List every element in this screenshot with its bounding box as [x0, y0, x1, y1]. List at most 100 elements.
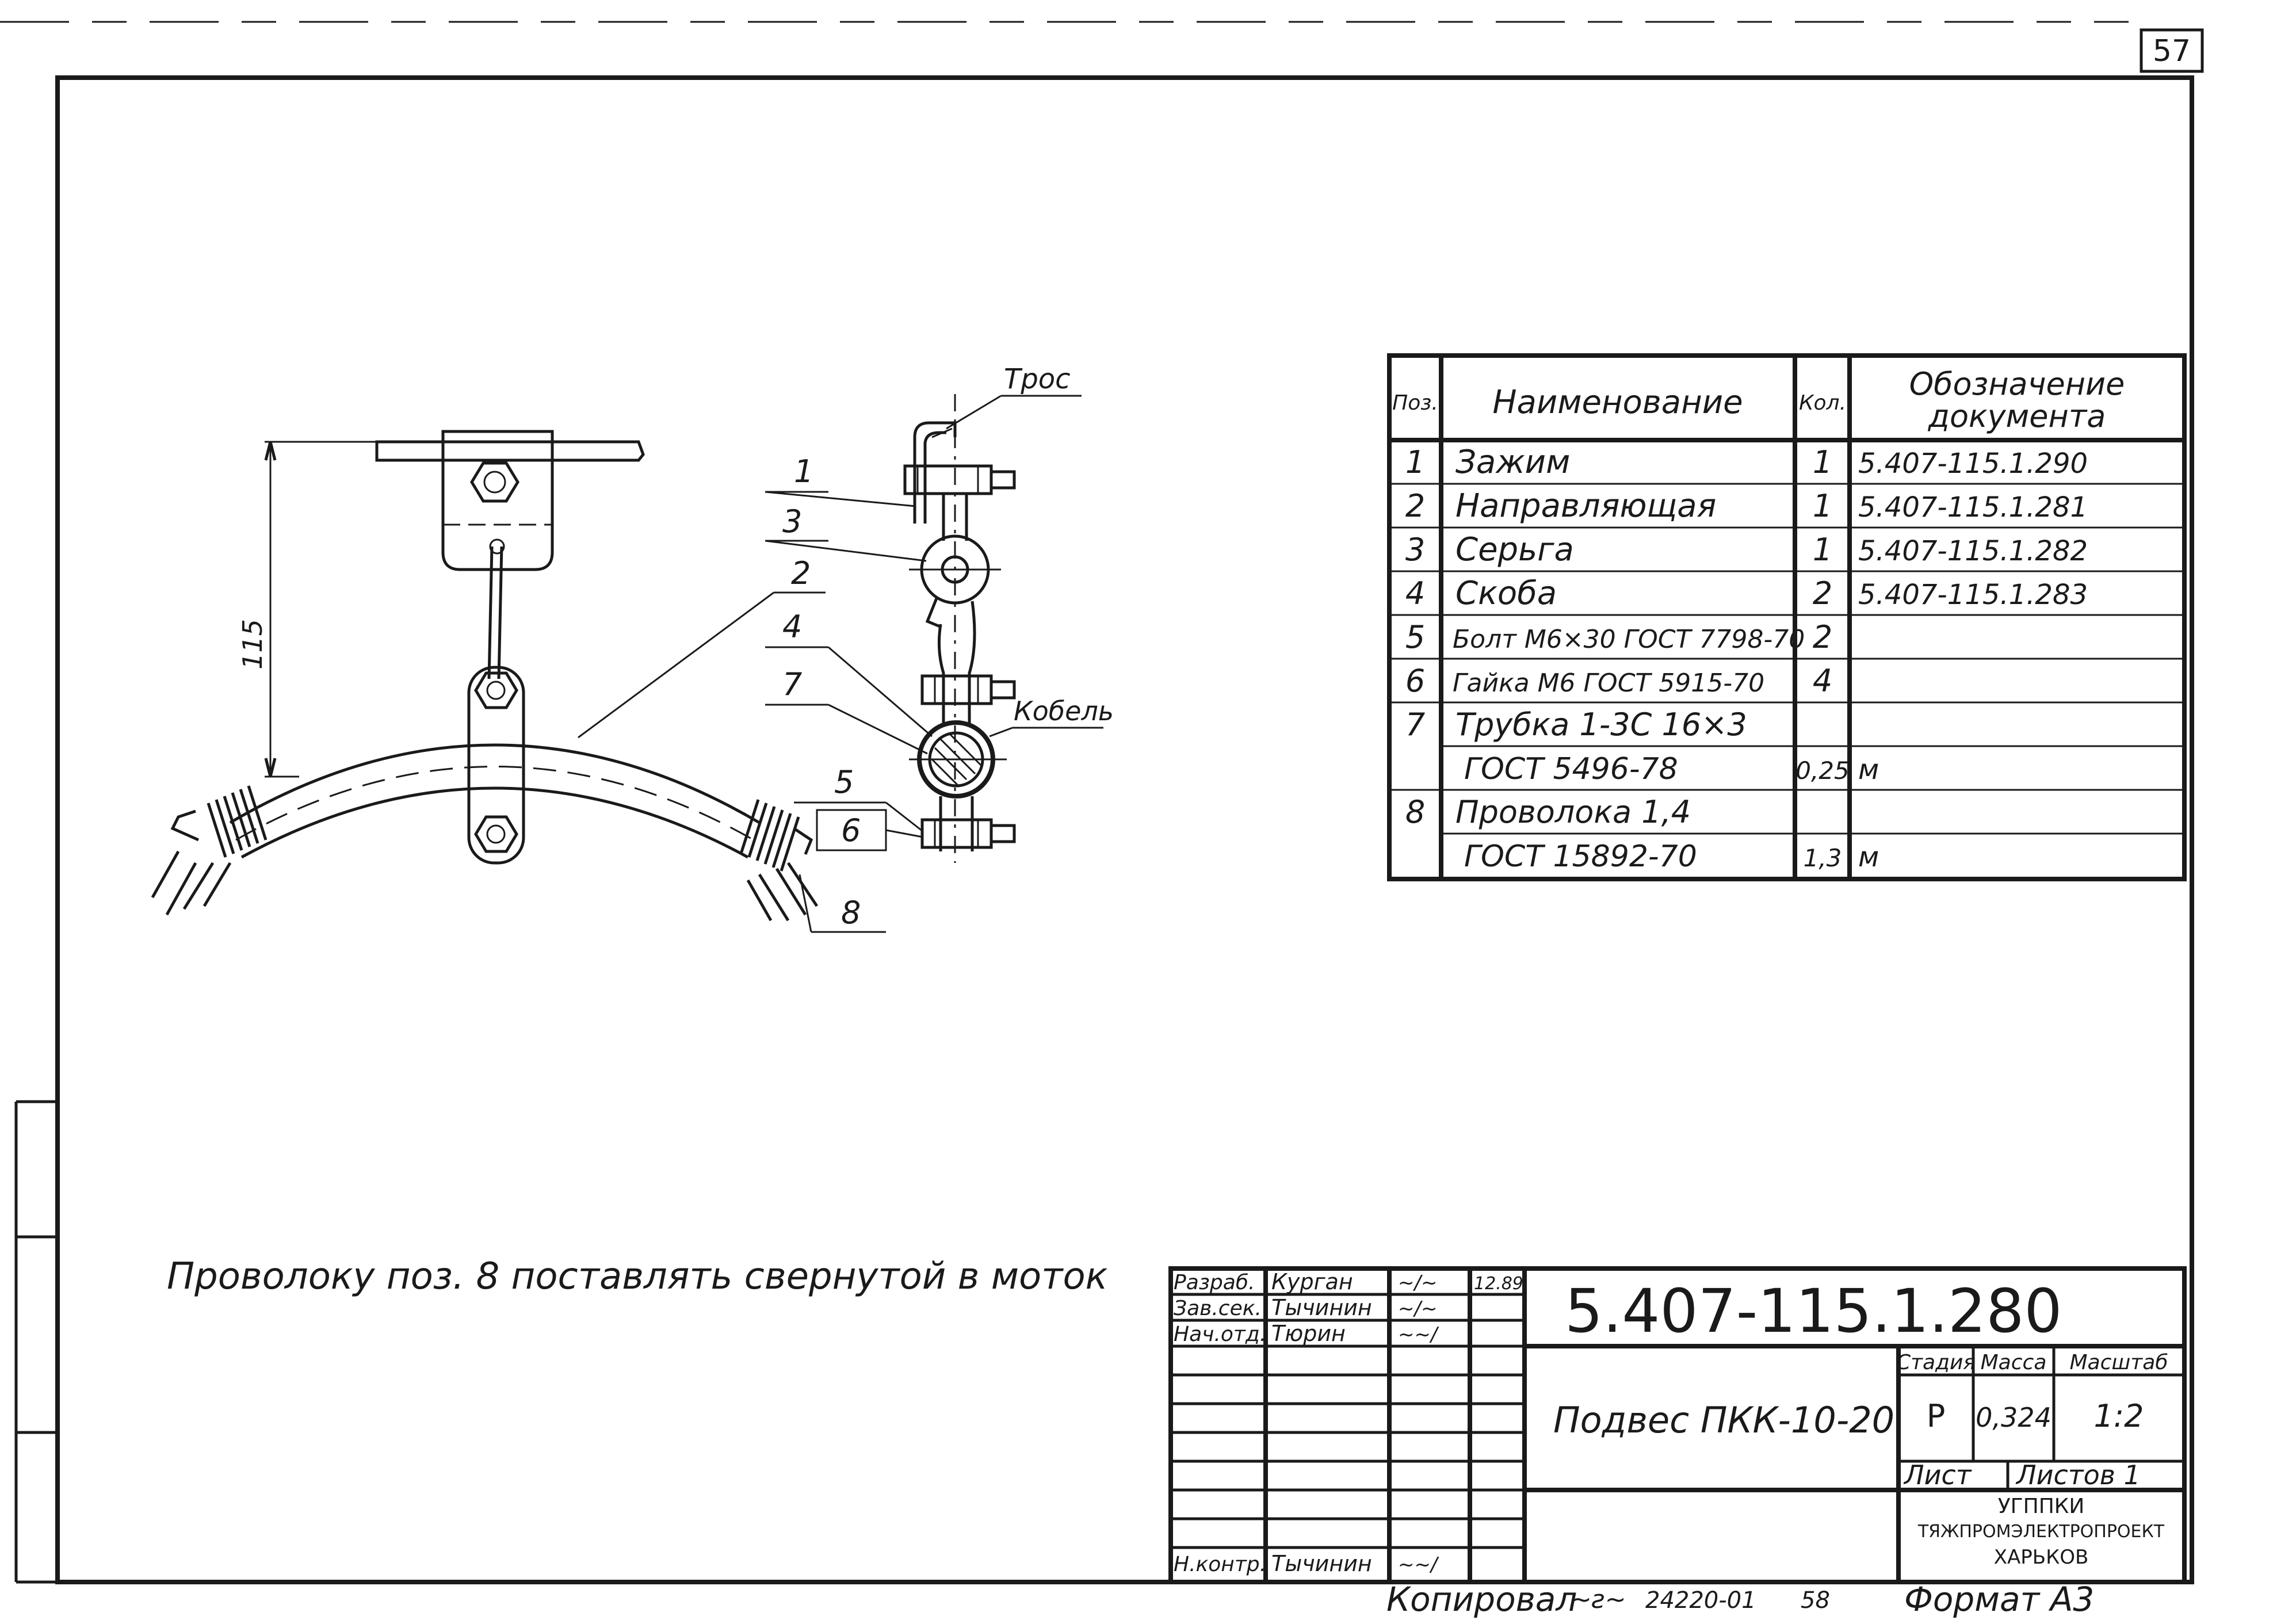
svg-text:Проволока 1,4: Проволока 1,4 [1455, 794, 1691, 830]
svg-text:1: 1 [1813, 532, 1832, 568]
svg-text:Зажим: Зажим [1455, 444, 1570, 481]
svg-text:Болт М6×30 ГОСТ 7798-70: Болт М6×30 ГОСТ 7798-70 [1453, 625, 1805, 654]
header-doc-2: документа [1928, 398, 2106, 434]
side-view [903, 394, 1016, 863]
svg-text:4: 4 [1405, 575, 1425, 612]
footer-order: 24220-01 [1645, 1587, 1756, 1614]
table-row: ГОСТ 5496-78 0,25 м [1464, 752, 1879, 786]
table-row: 4 Скоба 2 5.407-115.1.283 [1405, 575, 2088, 612]
scale-value: 1:2 [2094, 1398, 2144, 1434]
svg-text:0,25: 0,25 [1795, 756, 1850, 785]
table-row: 6 Гайка М6 ГОСТ 5915-70 4 [1405, 663, 1832, 699]
header-name: Наименование [1492, 384, 1743, 421]
callout-pos-5: 5 [834, 764, 854, 800]
clamp-hook [913, 421, 957, 524]
svg-text:3: 3 [1405, 532, 1425, 568]
nut-icon [474, 671, 518, 709]
wire-binding-right [739, 799, 813, 872]
callout-pos-2: 2 [791, 555, 811, 591]
callout-pos-3: 3 [782, 503, 802, 540]
mass-value: 0,324 [1976, 1402, 2051, 1433]
callout-pos-7: 7 [782, 666, 802, 702]
svg-text:5: 5 [1405, 619, 1425, 655]
roles-2-role: Нач.отд. [1174, 1323, 1266, 1346]
roles-0-role: Разраб. [1174, 1271, 1255, 1294]
bolt-middle [920, 674, 993, 705]
svg-text:м: м [1858, 754, 1879, 786]
footer-page: 58 [1801, 1587, 1830, 1614]
callouts: Трос 1 3 2 4 7 Кобель 5 6 8 [578, 363, 1114, 933]
svg-text:2: 2 [1813, 619, 1832, 655]
roles-1-role: Зав.сек. [1174, 1297, 1262, 1320]
table-row: 3 Серьга 1 5.407-115.1.282 [1405, 531, 2088, 568]
roles-3-role: Н.контр. [1174, 1553, 1266, 1576]
mass-label: Масса [1981, 1351, 2047, 1374]
svg-text:м: м [1858, 841, 1879, 873]
svg-text:5.407-115.1.282: 5.407-115.1.282 [1858, 535, 2088, 567]
table-row: 1 Зажим 1 5.407-115.1.290 [1405, 444, 2088, 481]
table-row: ГОСТ 15892-70 1,3 м [1464, 839, 1879, 874]
signature-icon: ~~/ [1398, 1323, 1439, 1346]
hanger-rod [487, 546, 494, 679]
sheet-label: Лист [1903, 1459, 1972, 1491]
roles-2-name: Тюрин [1271, 1321, 1346, 1346]
svg-text:5.407-115.1.281: 5.407-115.1.281 [1858, 491, 2088, 524]
sheet-number-box [2140, 28, 2204, 73]
svg-text:1: 1 [1813, 488, 1832, 524]
nut-icon [470, 461, 519, 503]
header-doc-1: Обозначение [1909, 366, 2125, 402]
front-view: 115 [151, 430, 819, 922]
scale-label: Масштаб [2069, 1351, 2168, 1374]
header-qty: Кол. [1799, 391, 1846, 415]
callout-kabel: Кобель [1014, 696, 1114, 727]
spec-table: Поз. Наименование Кол. Обозначение докум… [1387, 353, 2187, 881]
svg-text:6: 6 [1405, 663, 1425, 699]
wire-binding-left [170, 785, 268, 858]
stage-label: Стадия [1896, 1351, 1976, 1374]
signature-icon: ~~/ [1398, 1553, 1439, 1576]
svg-text:ГОСТ 15892-70: ГОСТ 15892-70 [1464, 839, 1697, 874]
product-name: Подвес ПКК-10-20 [1553, 1399, 1894, 1441]
callout-pos-8: 8 [841, 895, 861, 931]
signature-icon: ~/~ [1398, 1271, 1437, 1294]
svg-text:Серьга: Серьга [1455, 531, 1574, 568]
svg-text:1: 1 [1813, 444, 1832, 480]
guide-tube-outer [229, 743, 761, 824]
saddle-bracket [467, 666, 525, 865]
drawing-frame [55, 75, 2194, 1584]
footer-format: Формат А3 [1904, 1580, 2094, 1619]
designation: 5.407-115.1.280 [1565, 1276, 2062, 1346]
table-row: 7 Трубка 1-3С 16×3 [1405, 706, 1747, 743]
svg-text:1: 1 [1405, 444, 1425, 480]
svg-text:Трубка 1-3С 16×3: Трубка 1-3С 16×3 [1455, 706, 1747, 743]
table-row: 8 Проволока 1,4 [1405, 794, 1691, 830]
signature-icon: ~/~ [1398, 1297, 1437, 1320]
dimension-value: 115 [237, 619, 268, 670]
copyist-signature-icon: ~ƨ~ [1571, 1585, 1626, 1614]
guide-tube-inner [240, 786, 749, 859]
svg-text:7: 7 [1405, 706, 1425, 743]
roles-0-date: 12.89 [1474, 1274, 1523, 1294]
clamp-block [441, 430, 554, 571]
cable-end-right [746, 862, 819, 922]
svg-text:Направляющая: Направляющая [1455, 487, 1716, 525]
org-line-2: ТЯЖПРОМЭЛЕКТРОПРОЕКТ [1917, 1522, 2165, 1542]
sheets-label: Листов 1 [2015, 1459, 2141, 1491]
cable-end-left [151, 850, 232, 916]
drawing-note: Проволоку поз. 8 поставлять свернутой в … [167, 1255, 1108, 1298]
svg-text:8: 8 [1405, 794, 1425, 830]
svg-text:Скоба: Скоба [1455, 575, 1557, 612]
callout-pos-1: 1 [794, 453, 813, 490]
roles-0-name: Курган [1271, 1269, 1353, 1294]
nut-icon [474, 815, 518, 853]
table-row: 2 Направляющая 1 5.407-115.1.281 [1405, 487, 2088, 525]
svg-text:4: 4 [1813, 663, 1832, 699]
svg-text:5.407-115.1.283: 5.407-115.1.283 [1858, 579, 2088, 611]
svg-text:1,3: 1,3 [1804, 844, 1842, 872]
roles-1-name: Тычинин [1271, 1295, 1372, 1320]
footer-copied: Копировал [1386, 1580, 1577, 1619]
org-line-1: УГППКИ [1998, 1495, 2085, 1518]
sheet-number: 57 [2153, 34, 2191, 68]
svg-text:5.407-115.1.290: 5.407-115.1.290 [1858, 448, 2088, 480]
